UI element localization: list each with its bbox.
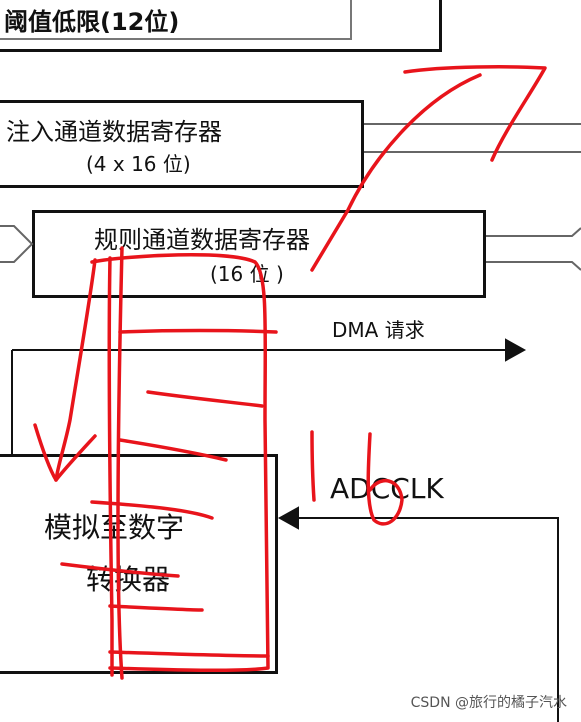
regular-register-size: (16 位 ) bbox=[210, 262, 284, 286]
injected-register-box bbox=[0, 100, 364, 188]
dma-request-label: DMA 请求 bbox=[332, 318, 425, 342]
injected-register-size: (4 x 16 位) bbox=[86, 152, 191, 176]
injected-register-label: 注入通道数据寄存器 bbox=[6, 118, 222, 146]
regular-register-label: 规则通道数据寄存器 bbox=[94, 226, 310, 254]
threshold-low-label: 阈值低限(12位) bbox=[4, 8, 180, 36]
regular-register-box bbox=[32, 210, 486, 298]
threshold-inner-box bbox=[0, 0, 352, 40]
watermark: CSDN @旅行的橘子汽水 bbox=[410, 695, 567, 711]
adc-block-label-line1: 模拟至数字 bbox=[44, 511, 185, 544]
adcclk-label: ADCCLK bbox=[330, 472, 444, 505]
adc-box bbox=[0, 454, 278, 674]
